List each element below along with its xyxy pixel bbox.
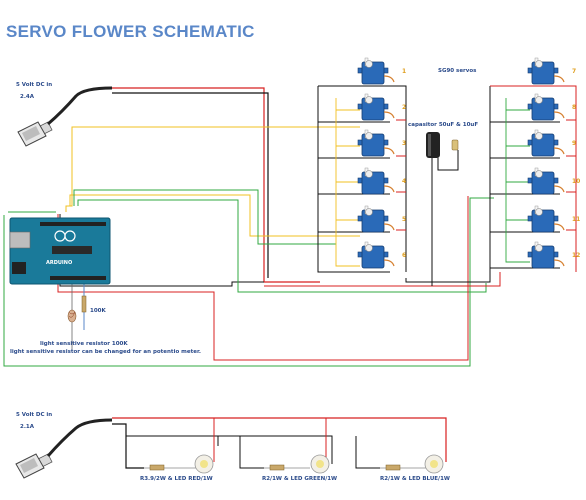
servo-motor	[357, 93, 395, 121]
resistor-red-led	[149, 464, 165, 471]
resistor-green-led	[269, 464, 285, 471]
led-blue-label: R2/1W & LED BLUE/1W	[380, 476, 450, 482]
servo-number-left: 2	[402, 104, 407, 111]
power-top-label: 5 Volt DC in	[16, 82, 53, 88]
servo-motor	[357, 57, 395, 85]
servo-number-right: 7	[572, 68, 577, 75]
led-red-label: R3.9/2W & LED RED/1W	[140, 476, 213, 482]
led-red	[194, 454, 214, 474]
usb-plug-top	[17, 86, 113, 147]
servo-motor	[357, 205, 395, 233]
ldr-note: light sensitive resistor can be changed …	[10, 349, 201, 355]
power-bottom-label: 5 Volt DC in	[16, 412, 53, 418]
servo-motor	[357, 129, 395, 157]
led-green	[310, 454, 330, 474]
servo-number-right: 9	[572, 140, 577, 147]
servo-number-left: 1	[402, 68, 407, 75]
power-bottom-current: 2.1A	[20, 424, 34, 430]
power-top-current: 2.4A	[20, 94, 34, 100]
led-green-label: R2/1W & LED GREEN/1W	[262, 476, 338, 482]
servo-number-left: 6	[402, 252, 407, 259]
servo-motor	[527, 57, 565, 85]
resistor-100k-label: 100K	[90, 308, 106, 314]
servo-motor	[527, 241, 565, 269]
servo-number-right: 10	[572, 178, 581, 185]
servo-motor	[527, 93, 565, 121]
resistor-blue-led	[385, 464, 401, 471]
led-blue	[424, 454, 444, 474]
usb-plug-bottom	[15, 418, 113, 479]
light-sensitive-resistor	[67, 280, 77, 350]
servo-motor	[357, 167, 395, 195]
resistor-100k	[81, 280, 87, 330]
servo-number-left: 5	[402, 216, 407, 223]
ldr-label: light sensitive resistor 100K	[40, 341, 128, 347]
svg-text:ARDUINO: ARDUINO	[46, 260, 72, 266]
servo-number-right: 12	[572, 252, 581, 259]
arduino-board: ARDUINO	[9, 217, 111, 285]
page-title: SERVO FLOWER SCHEMATIC	[6, 22, 255, 41]
servo-number-left: 4	[402, 178, 407, 185]
capacitor	[426, 132, 459, 158]
servo-number-right: 8	[572, 104, 577, 111]
servo-type-label: SG90 servos	[438, 68, 477, 74]
servo-motor	[527, 205, 565, 233]
capacitor-label: capasitor 50uF & 10uF	[408, 122, 479, 128]
servo-motor	[527, 129, 565, 157]
servo-motor	[357, 241, 395, 269]
servo-number-right: 11	[572, 216, 581, 223]
servo-number-left: 3	[402, 140, 407, 147]
servo-motor	[527, 167, 565, 195]
